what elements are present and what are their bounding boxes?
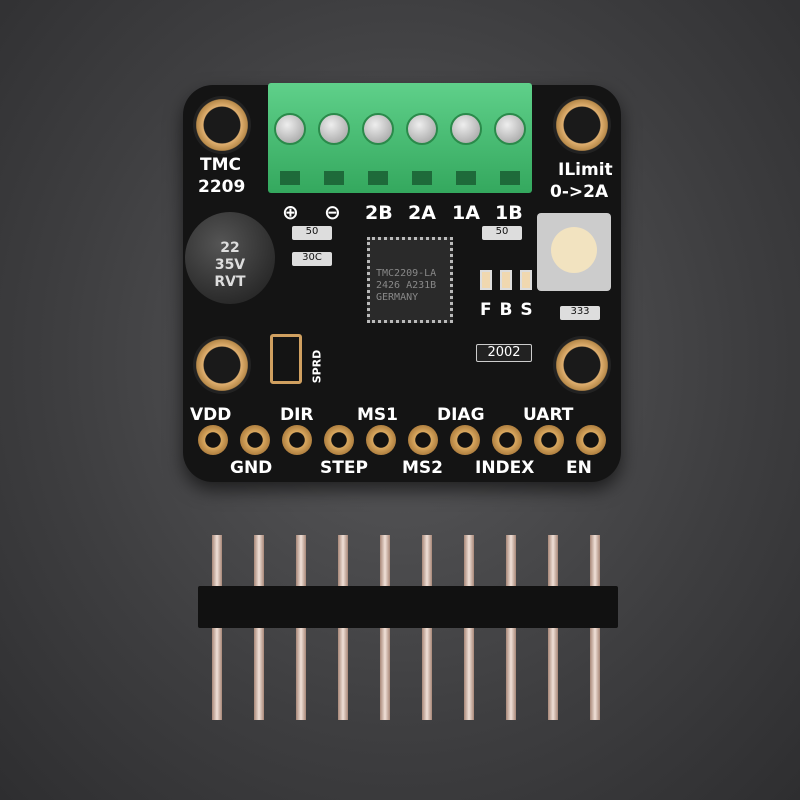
label-diag: DIAG bbox=[437, 405, 485, 425]
label-ms2: MS2 bbox=[402, 458, 443, 478]
label-en: EN bbox=[566, 458, 592, 478]
label-plus: ⊕ bbox=[282, 200, 299, 224]
label-ilimit: ILimit bbox=[558, 160, 613, 180]
label-sprd: SPRD bbox=[310, 349, 324, 384]
pin-pad bbox=[576, 425, 606, 455]
mounting-hole bbox=[193, 96, 251, 154]
mounting-hole bbox=[193, 336, 251, 394]
terminal-block bbox=[268, 83, 532, 193]
pin-pad bbox=[282, 425, 312, 455]
pin-pad bbox=[198, 425, 228, 455]
label-1a: 1A bbox=[452, 202, 480, 224]
pin-pad bbox=[324, 425, 354, 455]
label-2b: 2B bbox=[365, 202, 393, 224]
led-f bbox=[480, 270, 492, 290]
label-minus: ⊖ bbox=[324, 200, 341, 224]
resistor-array: 2002 bbox=[476, 344, 532, 362]
mounting-hole bbox=[553, 336, 611, 394]
label-2a: 2A bbox=[408, 202, 436, 224]
pin-pad bbox=[240, 425, 270, 455]
mounting-hole bbox=[553, 96, 611, 154]
label-gnd: GND bbox=[230, 458, 273, 478]
label-tmc: TMC bbox=[200, 155, 241, 175]
label-ilimit-range: 0->2A bbox=[550, 182, 609, 202]
label-step: STEP bbox=[320, 458, 368, 478]
pin-pad bbox=[366, 425, 396, 455]
pin-header-body bbox=[198, 586, 618, 628]
label-uart: UART bbox=[523, 405, 574, 425]
sprd-jumper[interactable] bbox=[270, 334, 302, 384]
label-dir: DIR bbox=[280, 405, 314, 425]
led-s bbox=[520, 270, 532, 290]
label-ms1: MS1 bbox=[357, 405, 398, 425]
label-vdd: VDD bbox=[190, 405, 232, 425]
label-index: INDEX bbox=[475, 458, 535, 478]
resistor: 30C bbox=[292, 252, 332, 266]
pin-pad bbox=[492, 425, 522, 455]
resistor: 333 bbox=[560, 306, 600, 320]
potentiometer[interactable] bbox=[537, 213, 611, 291]
resistor: 50 bbox=[292, 226, 332, 240]
led-b bbox=[500, 270, 512, 290]
label-led: F B S bbox=[480, 300, 533, 320]
pin-pad bbox=[408, 425, 438, 455]
resistor: 50 bbox=[482, 226, 522, 240]
label-1b: 1B bbox=[495, 202, 523, 224]
pin-pad bbox=[450, 425, 480, 455]
label-2209: 2209 bbox=[198, 177, 246, 197]
pin-pad bbox=[534, 425, 564, 455]
